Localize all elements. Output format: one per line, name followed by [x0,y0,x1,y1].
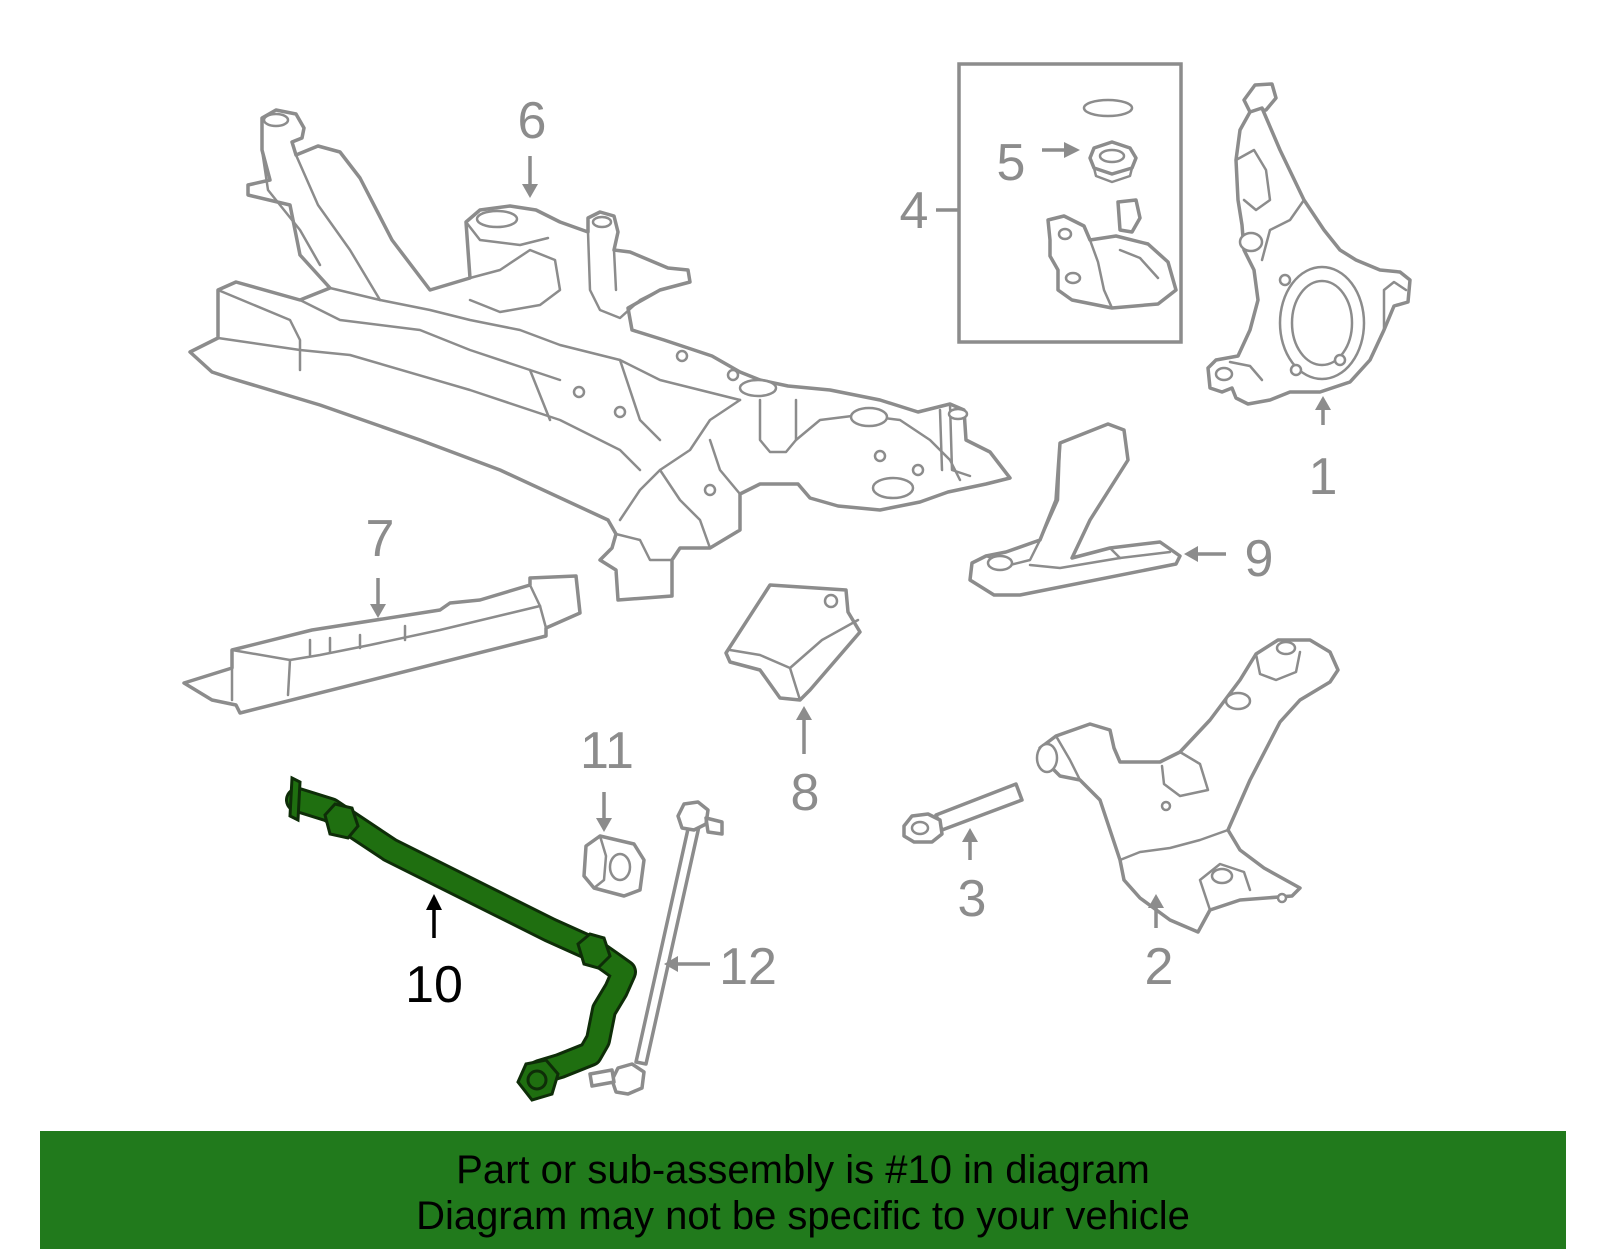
part-notice-banner: Part or sub-assembly is #10 in diagram D… [40,1131,1566,1249]
callout-10: 10 [405,956,463,1014]
callout-7: 7 [366,510,395,568]
callout-12: 12 [719,938,777,996]
callout-4: 4 [900,182,929,240]
callout-11: 11 [580,722,634,780]
callout-leaders [370,142,1331,972]
part-7-brace[interactable] [182,574,582,715]
callout-6: 6 [518,92,547,150]
callout-labels: 6 5 4 1 7 9 8 11 3 2 12 10 [366,92,1338,1014]
part-2-control-arm[interactable] [1035,638,1340,934]
part-8-bracket[interactable] [724,583,862,702]
part-9-arm[interactable] [968,422,1182,597]
part-10-stabilizer-bar[interactable] [285,775,637,1102]
callout-2: 2 [1145,938,1174,996]
notice-line-disclaimer: Diagram may not be specific to your vehi… [416,1194,1190,1238]
notice-line-part: Part or sub-assembly is #10 in diagram [456,1148,1150,1192]
callout-8: 8 [791,764,820,822]
part-3-bolt[interactable] [902,782,1024,844]
part-5-nut[interactable] [1088,140,1138,184]
callout-1: 1 [1309,448,1338,506]
part-4-balljoint-kit[interactable] [957,62,1183,344]
part-6-crossmember[interactable] [188,108,1012,602]
callout-9: 9 [1245,530,1274,588]
part-11-bushing[interactable] [582,834,646,898]
callout-5: 5 [997,134,1026,192]
part-12-stabilizer-link[interactable] [588,800,724,1096]
callout-3: 3 [958,870,987,928]
part-1-knuckle[interactable] [1206,82,1412,406]
